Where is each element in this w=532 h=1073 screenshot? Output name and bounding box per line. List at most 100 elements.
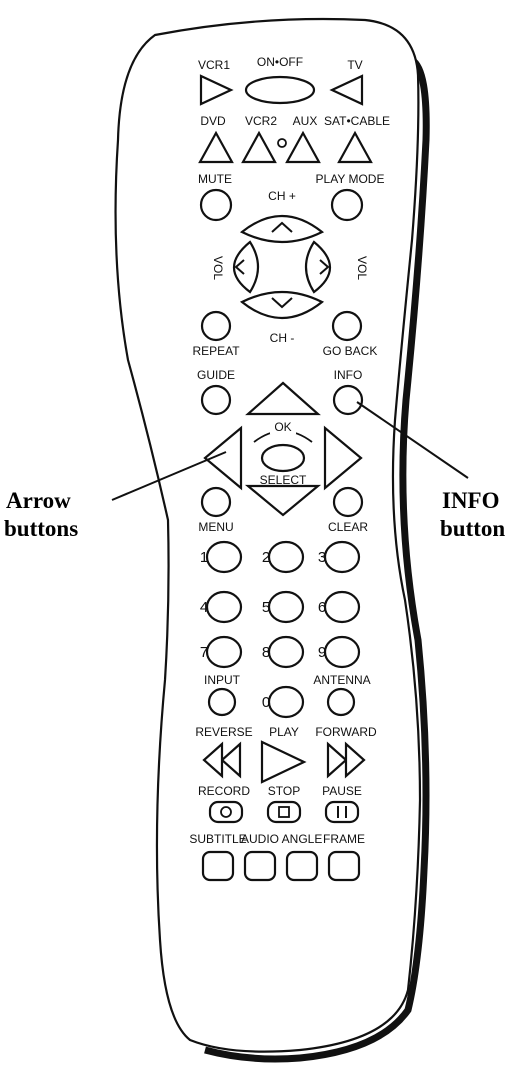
guide-label: GUIDE [197, 368, 235, 382]
digit-1-label: 1 [200, 549, 208, 566]
vcr2-button[interactable] [241, 130, 277, 164]
arrow-callout-leader [111, 451, 227, 501]
pause-button[interactable] [324, 800, 360, 824]
play-mode-label: PLAY MODE [316, 172, 385, 186]
arrow-down-button[interactable] [244, 484, 322, 517]
info-callout-line1: INFO [442, 488, 500, 513]
digit-8-button[interactable] [267, 635, 305, 669]
record-icon [220, 806, 232, 818]
repeat-button[interactable] [200, 310, 232, 342]
digit-6-label: 6 [318, 599, 326, 616]
aux-button[interactable] [285, 130, 321, 164]
guide-button[interactable] [200, 384, 232, 416]
play-button[interactable] [260, 740, 307, 784]
audio-label: AUDIO [241, 832, 279, 846]
vol-up-button[interactable] [304, 240, 331, 294]
vol-left-label: VOL [211, 256, 225, 280]
forward-label: FORWARD [315, 725, 377, 739]
arrow-up-button[interactable] [245, 381, 321, 416]
audio-button[interactable] [243, 850, 277, 882]
arrow-callout-line2: buttons [4, 516, 78, 541]
on-off-button[interactable] [244, 75, 316, 105]
play-mode-button[interactable] [330, 188, 364, 222]
pause-label: PAUSE [322, 784, 362, 798]
vcr1-button[interactable] [199, 74, 234, 106]
forward-icon [344, 741, 366, 779]
forward-button-back[interactable] [326, 741, 348, 779]
play-label: PLAY [269, 725, 299, 739]
repeat-label: REPEAT [192, 344, 240, 358]
digit-3-button[interactable] [323, 540, 361, 574]
vcr2-label: VCR2 [245, 114, 277, 128]
angle-button[interactable] [285, 850, 319, 882]
sat-cable-label: SAT•CABLE [324, 114, 390, 128]
vol-right-label: VOL [355, 256, 369, 280]
reverse-button-back[interactable] [220, 741, 242, 779]
chevron-left-icon [234, 259, 245, 275]
dvd-label: DVD [200, 114, 226, 128]
go-back-button[interactable] [331, 310, 363, 342]
dvd-button[interactable] [198, 130, 234, 164]
chevron-right-icon [319, 259, 330, 275]
vol-down-button[interactable] [233, 240, 260, 294]
subtitle-label: SUBTITLE [189, 832, 246, 846]
digit-0-button[interactable] [267, 685, 305, 719]
digit-8-label: 8 [262, 644, 270, 661]
vcr1-label: VCR1 [198, 58, 230, 72]
digit-0-label: 0 [262, 694, 270, 711]
info-callout-leader [356, 401, 469, 479]
digit-2-button[interactable] [267, 540, 305, 574]
info-label: INFO [334, 368, 363, 382]
sat-cable-button[interactable] [337, 130, 373, 164]
digit-3-label: 3 [318, 549, 326, 566]
menu-label: MENU [198, 520, 233, 534]
aux-label: AUX [293, 114, 318, 128]
clear-label: CLEAR [328, 520, 368, 534]
digit-2-label: 2 [262, 549, 270, 566]
ch-down-button[interactable] [239, 290, 325, 320]
frame-label: FRAME [323, 832, 365, 846]
ch-minus-label: CH - [270, 331, 295, 345]
digit-5-label: 5 [262, 599, 270, 616]
input-button[interactable] [207, 687, 237, 717]
ch-up-button[interactable] [239, 214, 325, 244]
record-label: RECORD [198, 784, 250, 798]
input-label: INPUT [204, 673, 241, 687]
stop-label: STOP [268, 784, 300, 798]
arrow-callout-line1: Arrow [6, 488, 71, 513]
digit-7-label: 7 [200, 644, 208, 661]
reverse-icon [202, 741, 224, 779]
subtitle-button[interactable] [201, 850, 235, 882]
go-back-label: GO BACK [323, 344, 378, 358]
ok-label-bg [270, 420, 296, 434]
ok-label: OK [274, 420, 291, 434]
info-callout-line2: button [440, 516, 505, 541]
menu-button[interactable] [200, 486, 232, 518]
clear-button[interactable] [332, 486, 364, 518]
angle-label: ANGLE [282, 832, 323, 846]
indicator-light [277, 138, 287, 148]
mute-button[interactable] [199, 188, 233, 222]
digit-9-button[interactable] [323, 635, 361, 669]
select-label: SELECT [260, 473, 307, 487]
digit-9-label: 9 [318, 644, 326, 661]
digit-1-button[interactable] [205, 540, 243, 574]
digit-4-button[interactable] [205, 590, 243, 624]
antenna-button[interactable] [326, 687, 356, 717]
antenna-label: ANTENNA [313, 673, 370, 687]
ch-plus-label: CH + [268, 189, 296, 203]
arrow-right-button[interactable] [323, 425, 363, 491]
chevron-down-icon [271, 297, 293, 309]
arrow-left-button[interactable] [203, 425, 243, 491]
digit-6-button[interactable] [323, 590, 361, 624]
digit-7-button[interactable] [205, 635, 243, 669]
info-button[interactable] [332, 384, 364, 416]
remote-body-shadow [204, 57, 430, 1063]
tv-button[interactable] [329, 74, 364, 106]
mute-label: MUTE [198, 172, 232, 186]
frame-button[interactable] [327, 850, 361, 882]
digit-5-button[interactable] [267, 590, 305, 624]
remote-body [114, 17, 422, 1053]
ok-select-button[interactable] [260, 443, 306, 473]
